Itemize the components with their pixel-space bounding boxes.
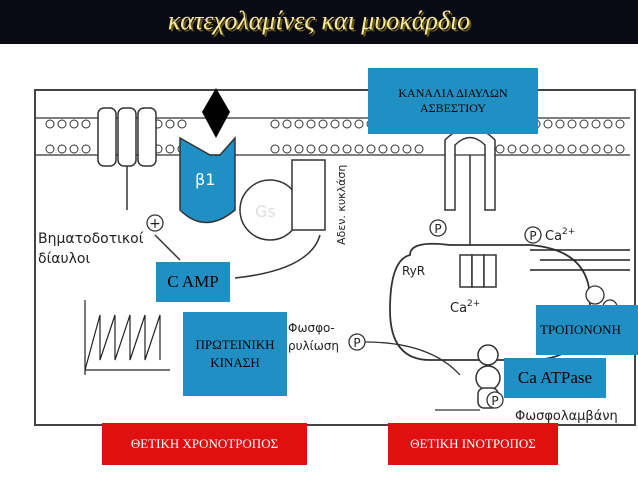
troponin-complex	[585, 285, 605, 305]
camp-arrow	[234, 234, 321, 279]
plus-marker: +	[146, 214, 164, 232]
phosphate-marker-phospholamban: P	[486, 391, 504, 409]
gs-protein: Gs	[239, 179, 301, 241]
camp-to-pacemaker-arrow	[154, 234, 181, 261]
phosphate-marker-channel: P	[429, 219, 447, 237]
phosphate-marker-troponin: P	[524, 226, 542, 244]
ryanodine-receptor	[459, 254, 497, 288]
svg-text:P: P	[353, 336, 360, 350]
slide-title: κατεχολαμίνες και μυοκάρδιο	[167, 6, 471, 35]
phosphorylation-arrow	[364, 341, 461, 376]
ca-sr-label: Ca2+	[450, 299, 480, 316]
pacemaker-label-line2: δίαυλοι	[38, 251, 90, 267]
camp-label: C AMP	[156, 262, 230, 302]
plus-sign-text: +	[149, 216, 161, 232]
positive-inotropic-label: ΘΕΤΙΚΗ ΙΝΟΤΡΟΠΟΣ	[388, 423, 558, 465]
gs-label: Gs	[255, 202, 276, 221]
pacemaker-label-line1: Βηματοδοτικοί	[38, 231, 144, 247]
membrane-phospholipids	[45, 119, 625, 154]
troponin-label: ΤΡΟΠΟΝΟΝΗ	[536, 305, 638, 355]
positive-chronotropic-label: ΘΕΤΙΚΗ ΧΡΟΝΟΤΡΟΠΟΣ	[102, 423, 307, 465]
cardiac-cell-diagram: + Βηματοδοτικοί δίαυλοι β1 Gs Αδεν. κυκλ…	[34, 88, 636, 426]
adenylate-cyclase	[291, 159, 326, 231]
pacemaker-channel	[97, 107, 157, 210]
action-potential-traces	[84, 300, 170, 375]
catecholamine-ligand	[202, 88, 230, 138]
phosphorylation-line2: ρυλίωση	[288, 339, 339, 353]
svg-text:P: P	[529, 229, 536, 243]
svg-text:P: P	[434, 222, 441, 236]
serca-pump	[475, 344, 501, 409]
svg-text:P: P	[491, 394, 498, 408]
phosphorylation-line1: Φωσφο-	[288, 321, 335, 335]
ca-cytosol-label: Ca2+	[545, 227, 575, 244]
myofilaments	[530, 249, 630, 271]
ryr-label: RyR	[402, 264, 425, 278]
adenylate-cyclase-label: Αδεν. κυκλάση	[335, 165, 348, 245]
title-bar: κατεχολαμίνες και μυοκάρδιο	[0, 0, 638, 44]
calcium-channels-label: ΚΑΝΑΛΙΑ ΔΙΑΥΛΩΝ ΑΣΒΕΣΤΙΟΥ	[368, 68, 538, 134]
cell-outline	[34, 89, 636, 426]
l-type-calcium-channel	[444, 126, 496, 245]
phospholamban-label: Φωσφολαμβάνη	[515, 409, 618, 424]
phosphate-marker-center: P	[348, 333, 366, 351]
beta1-receptor: β1	[179, 136, 236, 224]
beta1-label: β1	[195, 170, 215, 189]
ca-atpase-label: Ca ATPase	[504, 358, 606, 398]
protein-kinase-label: ΠΡΩΤΕΙΝΙΚΗ ΚΙΝΑΣΗ	[183, 312, 287, 396]
